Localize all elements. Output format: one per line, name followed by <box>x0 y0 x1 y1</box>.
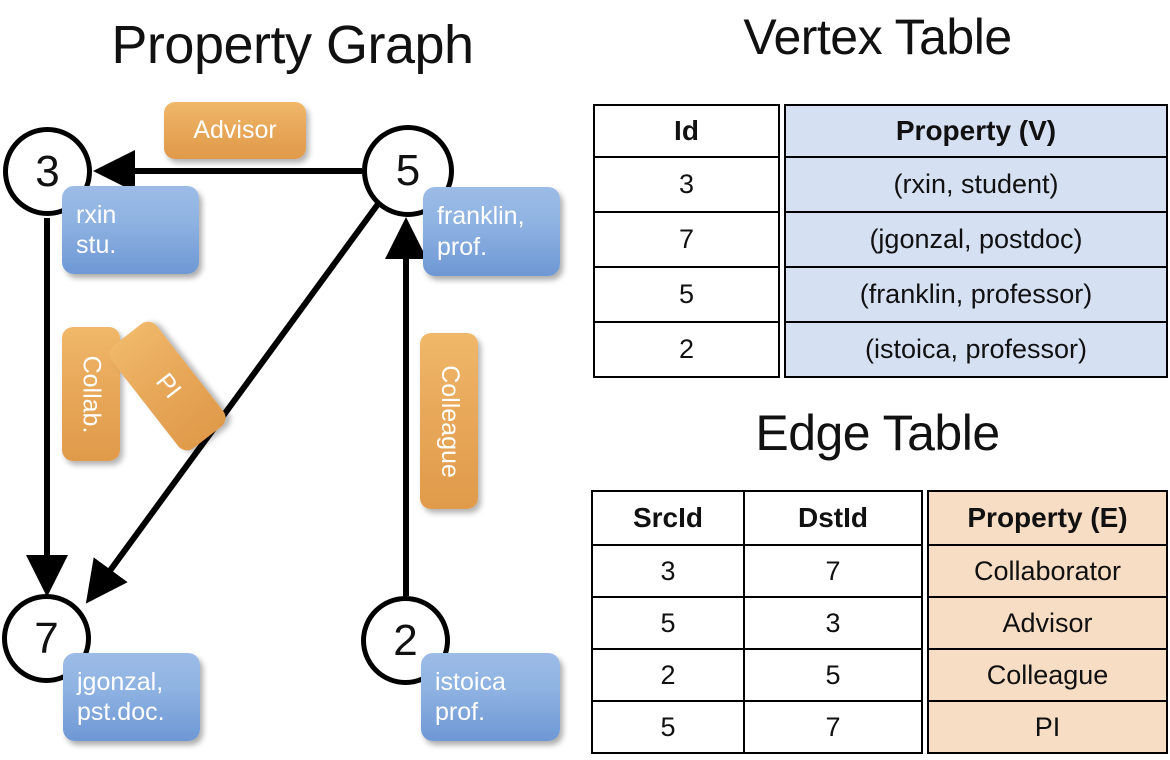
vertex-row-0-property: (rxin, student) <box>784 156 1168 213</box>
node-3-label: 3 <box>35 146 60 196</box>
edge-row-1-src: 5 <box>591 596 745 650</box>
edge-table-row[interactable]: 3 7 Collaborator <box>591 544 1168 598</box>
edge-table-row[interactable]: 2 5 Colleague <box>591 648 1168 702</box>
vertex-property-3-line2: stu. <box>76 231 117 259</box>
vertex-row-3-property: (istoica, professor) <box>784 321 1168 378</box>
edge-row-3-dst: 7 <box>743 700 923 754</box>
edge-row-2-dst: 5 <box>743 648 923 702</box>
node-2[interactable]: 2 <box>361 596 450 685</box>
node-2-label: 2 <box>393 615 418 665</box>
node-5[interactable]: 5 <box>362 125 454 217</box>
vertex-property-box-5: franklin, prof. <box>423 187 560 276</box>
vertex-table-row[interactable]: 7 (jgonzal, postdoc) <box>593 211 1168 268</box>
vertex-table-row[interactable]: 2 (istoica, professor) <box>593 321 1168 378</box>
page-title-vertex-table: Vertex Table <box>743 9 1012 65</box>
edge-table-header-dstid: DstId <box>743 490 923 546</box>
vertex-property-box-3: rxin stu. <box>62 186 199 274</box>
vertex-row-3-id: 2 <box>593 321 780 378</box>
vertex-row-2-property: (franklin, professor) <box>784 266 1168 323</box>
edge-table-row[interactable]: 5 7 PI <box>591 700 1168 754</box>
edge-table-header-row: SrcId DstId Property (E) <box>591 490 1168 546</box>
vertex-property-2-line1: istoica <box>435 667 506 696</box>
vertex-property-5-line2: prof. <box>437 232 488 261</box>
edge-5-to-7 <box>85 202 381 604</box>
vertex-table: Id Property (V) 3 (rxin, student) 7 (jgo… <box>593 104 1168 378</box>
edge-row-2-property: Colleague <box>927 648 1168 702</box>
edge-table-header-property: Property (E) <box>927 490 1168 546</box>
vertex-property-5-line1: franklin, <box>437 202 525 230</box>
edge-label-advisor-text: Advisor <box>193 116 277 144</box>
edge-row-3-src: 5 <box>591 700 745 754</box>
vertex-row-1-property: (jgonzal, postdoc) <box>784 211 1168 268</box>
edge-label-colleague-text: Colleague <box>435 364 464 478</box>
page-title-edge-table: Edge Table <box>755 405 1000 461</box>
node-5-label: 5 <box>395 146 421 195</box>
edge-table-row[interactable]: 5 3 Advisor <box>591 596 1168 650</box>
edge-table: SrcId DstId Property (E) 3 7 Collaborato… <box>591 490 1168 754</box>
graph-edges <box>26 150 427 604</box>
vertex-row-0-id: 3 <box>593 156 780 213</box>
edge-table-header-srcid: SrcId <box>591 490 745 546</box>
edge-row-0-property: Collaborator <box>927 544 1168 598</box>
vertex-property-3-line1: rxin <box>76 200 117 229</box>
edge-row-0-dst: 7 <box>743 544 923 598</box>
vertex-property-box-2: istoica prof. <box>421 653 560 741</box>
edge-row-2-src: 2 <box>591 648 745 702</box>
node-7-label: 7 <box>34 613 59 663</box>
edge-label-collab-text: Collab. <box>77 355 106 433</box>
edge-row-1-dst: 3 <box>743 596 923 650</box>
vertex-row-2-id: 5 <box>593 266 780 323</box>
vertex-property-box-7: jgonzal, pst.doc. <box>63 653 200 741</box>
edge-row-0-src: 3 <box>591 544 745 598</box>
vertex-property-7-line1: jgonzal, <box>77 667 164 696</box>
edge-row-1-property: Advisor <box>927 596 1168 650</box>
edge-label-advisor: Advisor <box>164 102 306 159</box>
vertex-table-row[interactable]: 3 (rxin, student) <box>593 156 1168 213</box>
vertex-table-header-property: Property (V) <box>784 104 1168 158</box>
vertex-table-header-row: Id Property (V) <box>593 104 1168 158</box>
edge-row-3-property: PI <box>927 700 1168 754</box>
vertex-row-1-id: 7 <box>593 211 780 268</box>
vertex-table-row[interactable]: 5 (franklin, professor) <box>593 266 1168 323</box>
page-title-property-graph: Property Graph <box>111 15 474 75</box>
vertex-table-header-id: Id <box>593 104 780 158</box>
edge-label-colleague: Colleague <box>420 333 478 509</box>
vertex-property-7-line2: pst.doc. <box>77 698 165 726</box>
vertex-property-2-line2: prof. <box>435 698 486 726</box>
edge-label-pi-text: PI <box>149 367 187 404</box>
